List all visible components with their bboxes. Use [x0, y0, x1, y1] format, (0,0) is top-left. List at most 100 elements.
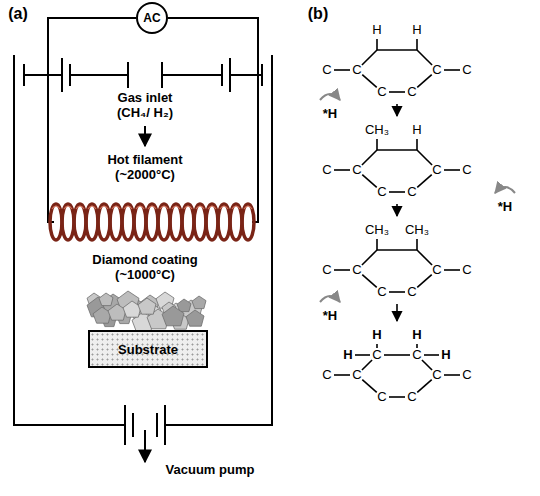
process-label: Gas inlet (CH₄/ H₂)	[102, 91, 188, 121]
node-text: Substrate	[118, 342, 178, 357]
chemical-bond	[334, 169, 350, 171]
chemical-bond	[417, 175, 431, 188]
diamond-crystals	[87, 291, 206, 332]
pump-flow-arrow	[144, 430, 146, 462]
filament-coil	[50, 204, 254, 240]
chemical-bond	[444, 169, 460, 171]
chemical-bond	[362, 175, 376, 188]
chemical-bond	[389, 91, 405, 93]
atom-label: C	[377, 85, 386, 100]
atom-label: C	[322, 368, 331, 383]
process-label: Vacuum pump	[166, 463, 255, 478]
process-label: Hot filament (~2000°C)	[95, 153, 195, 183]
atom-label: H	[441, 348, 450, 363]
chemical-bond	[377, 149, 417, 151]
atom-label: H	[412, 123, 421, 138]
atom-label: C	[462, 368, 471, 383]
chemical-bond	[416, 39, 418, 50]
chemical-bond	[355, 354, 370, 356]
atom-label: C	[462, 63, 471, 78]
chamber-circuit	[14, 18, 272, 445]
chemical-bond	[389, 291, 405, 293]
atom-label: C	[432, 63, 441, 78]
atom-label: C	[407, 285, 416, 300]
chemical-bond	[417, 250, 432, 265]
chemical-bond	[362, 50, 377, 65]
curved-arrow	[320, 94, 340, 100]
atom-label: C	[432, 163, 441, 178]
chemical-bond	[376, 239, 378, 250]
chemical-bond	[444, 69, 460, 71]
atom-label: C	[432, 368, 441, 383]
chemical-bond	[362, 150, 377, 165]
process-label: Diamond coating (~1000°C)	[86, 253, 204, 283]
atom-label: C	[352, 263, 361, 278]
chemical-bond	[384, 354, 410, 356]
chemical-bond	[424, 354, 439, 356]
atom-label: C	[377, 185, 386, 200]
chemical-bond	[362, 250, 377, 265]
chemical-bond	[417, 75, 431, 88]
atom-label: C	[462, 163, 471, 178]
atom-label: C	[407, 390, 416, 405]
radical-label: *H	[323, 309, 337, 324]
ac-source: AC	[136, 2, 168, 34]
reaction-arrow	[396, 204, 398, 216]
reaction-arrow	[396, 304, 398, 321]
atom-label: C	[352, 63, 361, 78]
atom-label: C	[352, 368, 361, 383]
atom-label: C	[322, 263, 331, 278]
atom-label: H	[372, 23, 381, 38]
atom-label: CH₃	[365, 123, 389, 138]
gas-flow-arrow	[144, 126, 146, 146]
chemical-bond	[389, 191, 405, 193]
chemical-bond	[422, 360, 432, 370]
chemical-bond	[416, 139, 418, 150]
chemical-bond	[417, 150, 432, 165]
chemical-bond	[417, 380, 431, 393]
chemical-bond	[362, 380, 376, 393]
chemical-bond	[376, 139, 378, 150]
chemical-bond	[334, 69, 350, 71]
chemical-bond	[417, 50, 432, 65]
panel-label: (a)	[8, 5, 28, 23]
atom-label: C	[377, 390, 386, 405]
chemical-bond	[444, 374, 460, 376]
chemical-bond	[444, 269, 460, 271]
atom-label: C	[372, 348, 381, 363]
atom-label: C	[412, 348, 421, 363]
chemical-bond	[376, 39, 378, 50]
atom-label: H	[412, 328, 421, 343]
chemical-bond	[334, 269, 350, 271]
node-text: AC	[143, 11, 160, 25]
atom-label: CH₃	[365, 223, 389, 238]
reaction-arrow	[396, 104, 398, 116]
atom-label: C	[407, 85, 416, 100]
chemical-bond	[334, 374, 350, 376]
atom-label: C	[352, 163, 361, 178]
atom-label: C	[322, 163, 331, 178]
panel-label: (b)	[308, 5, 328, 23]
chemical-bond	[362, 360, 372, 370]
chemical-bond	[377, 249, 417, 251]
atom-label: H	[372, 328, 381, 343]
atom-label: H	[343, 348, 352, 363]
atom-label: H	[412, 23, 421, 38]
atom-label: C	[432, 263, 441, 278]
atom-label: C	[407, 185, 416, 200]
chemical-bond	[362, 275, 376, 288]
atom-label: C	[462, 263, 471, 278]
substrate-box: Substrate	[88, 330, 208, 368]
chemical-bond	[389, 396, 405, 398]
chemical-bond	[377, 49, 417, 51]
radical-label: *H	[498, 200, 512, 215]
chemical-bond	[416, 239, 418, 250]
chemical-bond	[362, 75, 376, 88]
curved-arrow	[495, 187, 515, 193]
atom-label: CH₃	[405, 223, 429, 238]
atom-label: C	[377, 285, 386, 300]
chemical-bond	[417, 275, 431, 288]
atom-label: C	[322, 63, 331, 78]
